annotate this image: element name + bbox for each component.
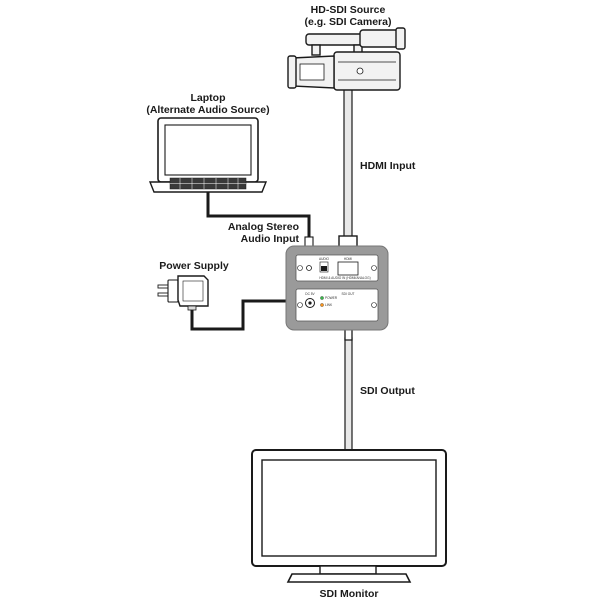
audio-input-label-line1: Analog Stereo bbox=[228, 221, 299, 233]
device-top-panel-text: HDMI & AUDIO IN (HDMI/ANALOG) bbox=[319, 276, 370, 280]
power-supply-label: Power Supply bbox=[159, 260, 229, 272]
hdmi-cable bbox=[338, 85, 358, 273]
laptop-label-line1: Laptop bbox=[191, 92, 226, 104]
sdi-camera-icon bbox=[287, 27, 406, 91]
device-audio-label: AUDIO bbox=[319, 257, 330, 261]
sdi-monitor-icon bbox=[251, 449, 447, 583]
power-led-icon bbox=[320, 296, 324, 300]
laptop-icon bbox=[148, 117, 268, 193]
device-link-led-label: LINK bbox=[325, 303, 333, 307]
converter-device bbox=[285, 245, 389, 331]
sdi-output-label: SDI Output bbox=[360, 385, 415, 397]
device-power-led-label: POWER bbox=[325, 296, 338, 300]
source-label-line2: (e.g. SDI Camera) bbox=[305, 16, 392, 28]
link-led-icon bbox=[320, 303, 324, 307]
sdi-monitor-label: SDI Monitor bbox=[320, 588, 379, 600]
source-label-line1: HD-SDI Source bbox=[311, 4, 386, 16]
device-hdmi-label: HDMI bbox=[344, 257, 352, 261]
hdmi-input-label: HDMI Input bbox=[360, 160, 416, 172]
laptop-label-line2: (Alternate Audio Source) bbox=[146, 104, 269, 116]
audio-input-label-line2: Audio Input bbox=[241, 233, 300, 245]
device-dc-label: DC 5V bbox=[305, 292, 315, 296]
device-sdi-out-label: SDI OUT bbox=[342, 292, 355, 296]
power-adapter-icon bbox=[157, 275, 209, 311]
